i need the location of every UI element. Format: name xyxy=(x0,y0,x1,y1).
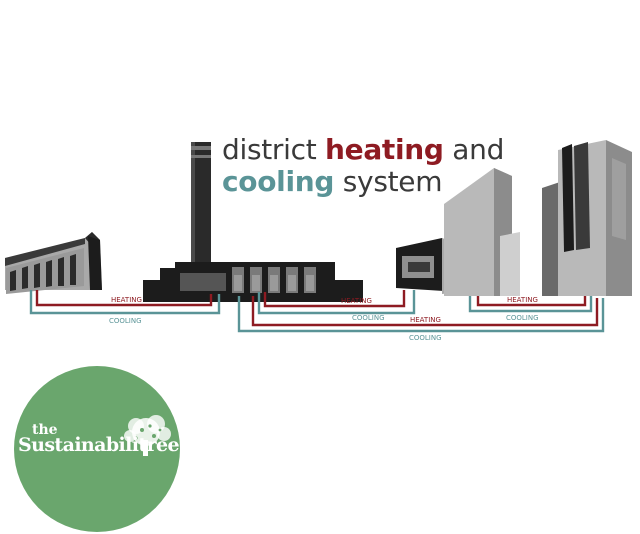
label-cooling-1: COOLING xyxy=(109,317,142,325)
logo-name: Sustainabilitree xyxy=(18,434,180,456)
tree-icon xyxy=(124,415,171,456)
right-tall-building xyxy=(444,168,520,296)
cooling-pipes xyxy=(29,290,605,333)
label-cooling-4: COOLING xyxy=(506,314,539,322)
heating-pipe-mid xyxy=(263,290,406,308)
title-word-cooling: cooling xyxy=(222,165,335,198)
title-word-and: and xyxy=(452,133,505,166)
label-heating-4: HEATING xyxy=(507,296,538,304)
cooling-pipe-long xyxy=(237,296,605,333)
cooling-pipe-right xyxy=(468,296,593,313)
label-heating-3: HEATING xyxy=(410,316,441,324)
right-tower xyxy=(542,140,632,296)
heating-pipe-long xyxy=(251,296,599,327)
cooling-pipe-mid xyxy=(257,290,416,315)
central-plant xyxy=(143,142,363,302)
title-line-1: district heating and xyxy=(222,133,504,166)
sustainabilitree-logo xyxy=(14,366,180,532)
label-heating-2: HEATING xyxy=(341,297,372,305)
logo-prefix: the xyxy=(32,422,58,438)
title-word-heating: heating xyxy=(325,133,444,166)
title-line-2: cooling system xyxy=(222,165,443,198)
left-building xyxy=(5,232,102,294)
title-word-system: system xyxy=(342,165,443,198)
heating-pipe-left xyxy=(35,290,213,307)
label-cooling-2: COOLING xyxy=(352,314,385,322)
title-word-district: district xyxy=(222,133,317,166)
label-heating-1: HEATING xyxy=(111,296,142,304)
heating-pipe-right xyxy=(476,296,587,307)
heating-pipes xyxy=(35,290,599,327)
label-cooling-3: COOLING xyxy=(409,334,442,342)
cooling-pipe-left xyxy=(29,290,221,315)
